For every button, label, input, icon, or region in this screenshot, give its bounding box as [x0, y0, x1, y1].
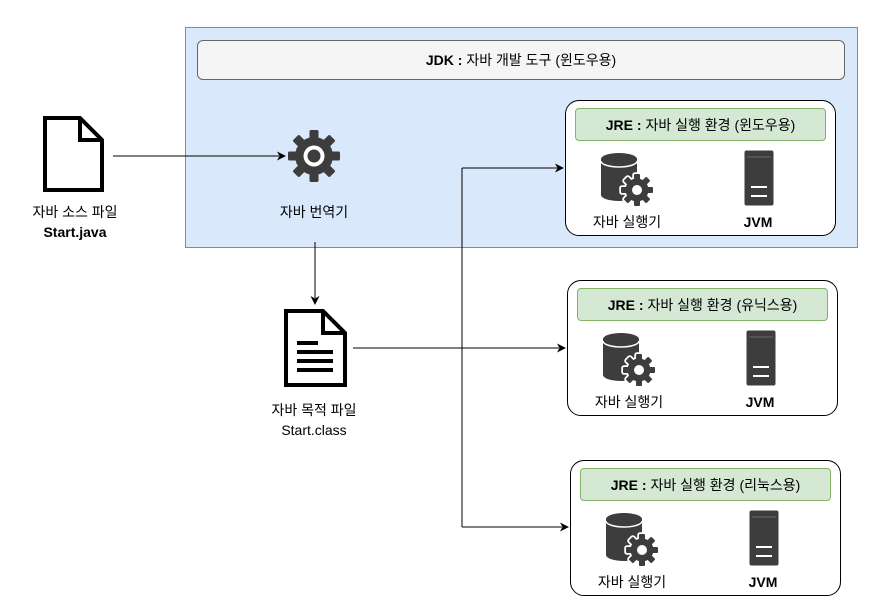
jre-box-windows: JRE : 자바 실행 환경 (윈도우용) 자바 — [565, 100, 836, 236]
jre-title-text: 자바 실행 환경 (리눅스용) — [650, 476, 801, 493]
runner-label: 자바 실행기 — [594, 394, 664, 410]
arrow-trunk-to-jre-linux — [462, 522, 569, 532]
server-icon — [749, 510, 779, 566]
jre-title-text: 자바 실행 환경 (유닉스용) — [647, 296, 798, 313]
class-file-caption: 자바 목적 파일 Start.class — [254, 400, 374, 440]
runner-label: 자바 실행기 — [597, 574, 667, 590]
jvm-label: JVM — [745, 394, 775, 410]
database-gear-icon — [602, 333, 657, 388]
jre-title-text: 자바 실행 환경 (윈도우용) — [645, 116, 796, 133]
gear-icon — [288, 130, 340, 182]
server-icon — [746, 330, 776, 386]
database-gear-icon — [600, 153, 655, 208]
jre-title-prefix: JRE : — [605, 116, 642, 133]
jdk-title-bar: JDK : 자바 개발 도구 (윈도우용) — [197, 40, 845, 80]
source-file-label: 자바 소스 파일 — [32, 204, 118, 220]
arrow-compiler-to-class-file — [310, 242, 320, 305]
class-file-label: 자바 목적 파일 — [271, 402, 357, 418]
jre-box-unix: JRE : 자바 실행 환경 (유닉스용) 자바 — [567, 280, 838, 416]
jre-title-prefix: JRE : — [607, 296, 644, 313]
jre-title-prefix: JRE : — [610, 476, 647, 493]
jdk-title-prefix: JDK : — [425, 52, 463, 68]
jvm-label: JVM — [743, 214, 773, 230]
file-icon — [43, 116, 104, 192]
source-file-caption: 자바 소스 파일 Start.java — [15, 202, 135, 242]
jre-title-bar: JRE : 자바 실행 환경 (유닉스용) — [577, 288, 828, 321]
jre-box-linux: JRE : 자바 실행 환경 (리눅스용) 자바 — [570, 460, 841, 596]
jre-title-bar: JRE : 자바 실행 환경 (리눅스용) — [580, 468, 831, 501]
arrow-trunk-to-jre-windows — [462, 163, 564, 173]
runner-label: 자바 실행기 — [592, 214, 662, 230]
jre-title-bar: JRE : 자바 실행 환경 (윈도우용) — [575, 108, 826, 141]
class-file-name: Start.class — [281, 422, 347, 438]
server-icon — [744, 150, 774, 206]
arrow-source-to-compiler — [113, 151, 286, 161]
database-gear-icon — [605, 513, 660, 568]
source-file-name: Start.java — [43, 224, 107, 240]
arrow-class-file-to-jre-unix — [353, 343, 566, 353]
compiler-label: 자바 번역기 — [279, 204, 349, 220]
jvm-label: JVM — [748, 574, 778, 590]
document-text-icon — [284, 309, 347, 387]
jdk-title-text: 자바 개발 도구 (윈도우용) — [466, 52, 617, 68]
